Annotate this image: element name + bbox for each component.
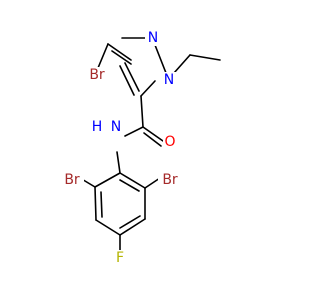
bond-c5-c4 <box>119 65 135 96</box>
bond-ar4-ar5 <box>119 218 146 236</box>
bond-c4-c3 <box>111 50 132 65</box>
atom-br-pyrazole-label: Br <box>89 67 105 83</box>
bond-carbonyl-o <box>142 126 164 142</box>
bond-ar2-ar3 <box>94 186 97 221</box>
bond-ar6-ar1 <box>119 172 146 189</box>
atom-br-pyrazole: Br <box>86 67 108 83</box>
bond-n2-n1 <box>154 44 167 74</box>
atom-br-right: Br <box>158 172 182 188</box>
bond-n1-c5 <box>140 80 156 97</box>
atom-labels: N N Br H N O Br Br F <box>60 30 182 266</box>
bond-n1-ch2 <box>173 54 191 74</box>
bond-ch2-ch3 <box>189 54 221 61</box>
atom-o: O <box>163 134 177 150</box>
atom-nh-n-label: N <box>111 119 121 135</box>
bond-carbonyl-nh <box>124 126 144 137</box>
bond-ar1-ar2 <box>94 172 121 188</box>
bond-nh-aryl <box>116 151 121 174</box>
bond-ar6-ar1 <box>119 179 140 192</box>
bonds <box>79 37 221 253</box>
atom-f-label: F <box>116 250 124 266</box>
bond-ar2-ar3 <box>100 191 103 218</box>
atom-o-label: O <box>164 134 175 150</box>
atom-br-left: Br <box>60 172 84 188</box>
atom-br-right-label: Br <box>162 172 178 188</box>
bond-c5-carbonyl <box>140 95 144 128</box>
atom-f: F <box>114 250 126 266</box>
molecule-structure-diagram: N N Br H N O Br Br F <box>60 30 221 266</box>
bond-ar6-br <box>144 177 161 189</box>
atom-n2: N <box>145 30 158 46</box>
atom-n1: N <box>163 72 176 88</box>
atom-br-left-label: Br <box>64 172 80 188</box>
bond-ar4-ar5 <box>119 215 141 229</box>
atom-nh-h-label: H <box>92 119 103 135</box>
bond-carbonyl-o <box>143 132 162 147</box>
atom-n1-label: N <box>164 72 174 88</box>
bond-c4-br <box>97 43 109 69</box>
atom-n2-label: N <box>148 30 158 46</box>
bond-c4-c3 <box>107 43 132 61</box>
bond-ar3-ar4 <box>95 219 121 236</box>
bond-c5-c4 <box>124 62 140 92</box>
atom-nh: H N <box>89 119 125 135</box>
